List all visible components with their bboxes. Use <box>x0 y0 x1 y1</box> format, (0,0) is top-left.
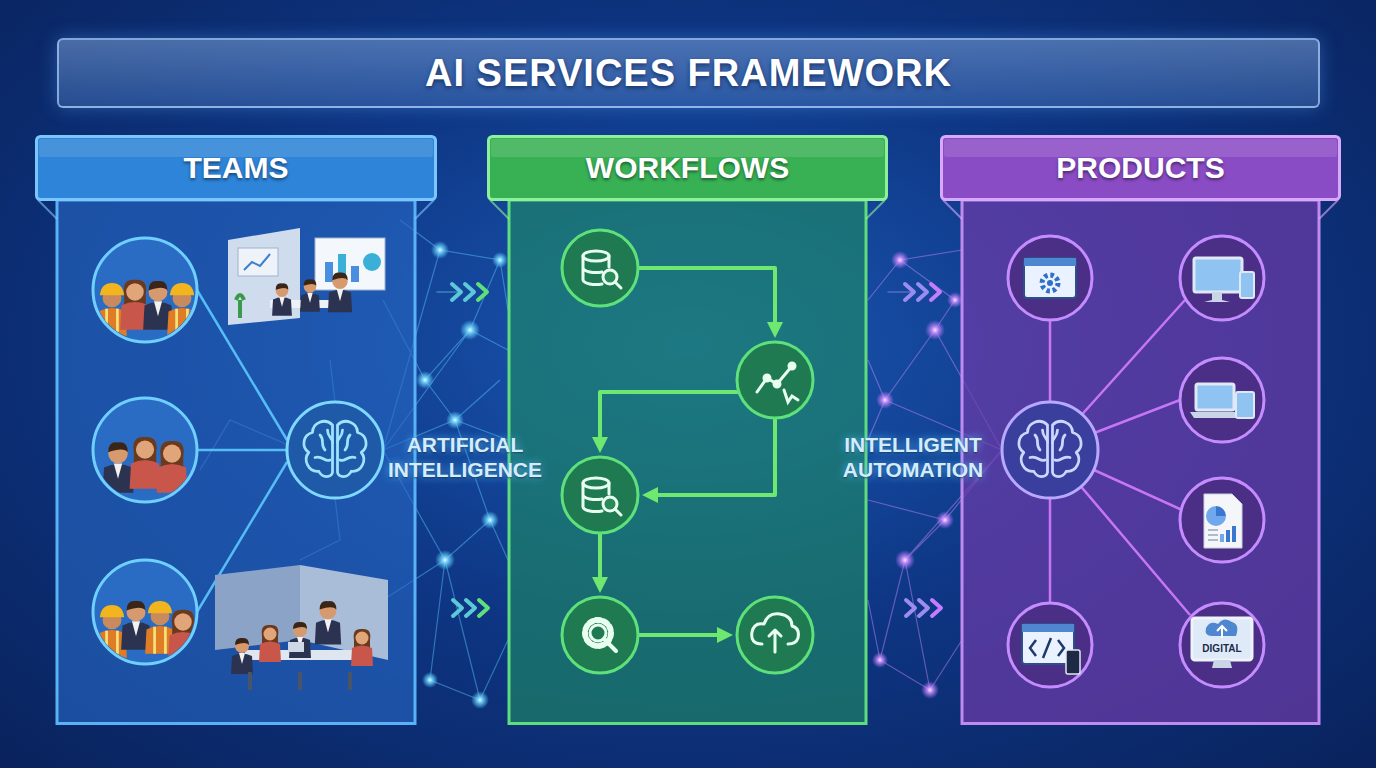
chevron <box>478 284 487 300</box>
chevron <box>931 284 940 300</box>
panel-shape <box>940 135 1341 725</box>
diagram-title: AI SERVICES FRAMEWORK <box>59 40 1318 106</box>
panel-heading: TEAMS <box>35 135 437 200</box>
flow-label: INTELLIGENT AUTOMATION <box>826 432 1000 482</box>
flow-label: ARTIFICIAL INTELLIGENCE <box>378 432 552 482</box>
panel-heading: PRODUCTS <box>940 135 1341 200</box>
team-circle <box>93 238 198 664</box>
panel-bevel <box>943 200 1338 219</box>
panel-bevel <box>38 200 434 219</box>
flow-arrow <box>437 284 487 300</box>
panel-heading: WORKFLOWS <box>487 135 888 200</box>
flow-line <box>888 291 914 293</box>
panel-body <box>509 200 866 724</box>
panel-bevel <box>490 200 885 219</box>
icon-text: DIGITAL <box>1194 643 1250 655</box>
chevron <box>465 284 474 300</box>
panel-body <box>962 200 1319 724</box>
panel: PRODUCTS <box>940 135 1341 725</box>
flow-arrow <box>888 284 940 300</box>
title-banner: AI SERVICES FRAMEWORK <box>57 38 1320 108</box>
brain-hub <box>287 402 383 498</box>
panel-body <box>57 200 415 724</box>
chevron <box>452 284 461 300</box>
brain-hub <box>1002 402 1098 498</box>
chevron <box>905 284 914 300</box>
chevron <box>918 284 927 300</box>
